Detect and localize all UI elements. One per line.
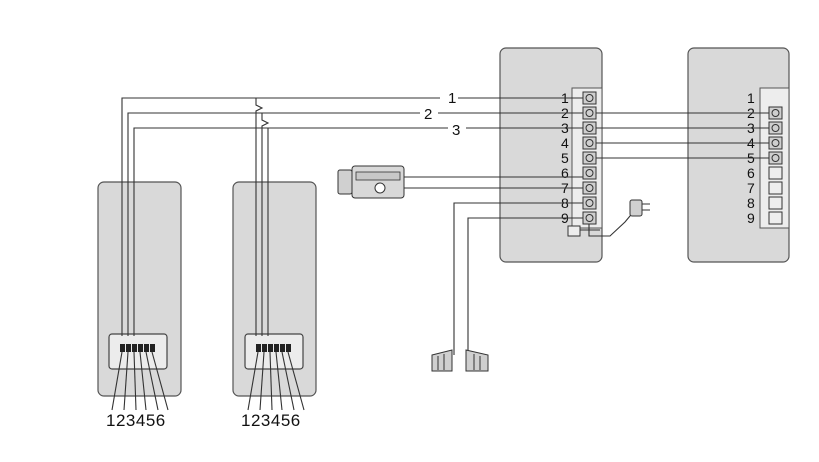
main-monitor-screws <box>582 91 597 225</box>
svg-text:1: 1 <box>448 90 456 107</box>
svg-text:4: 4 <box>561 135 569 151</box>
svg-text:6: 6 <box>747 165 755 181</box>
power-adapter-icon <box>629 199 650 217</box>
left-panel-pin-labels: 123456 <box>106 411 166 430</box>
electric-lock-icon <box>337 165 405 199</box>
svg-text:2: 2 <box>424 106 432 123</box>
svg-text:8: 8 <box>747 195 755 211</box>
right-panel-fanout <box>247 351 305 411</box>
svg-text:3: 3 <box>452 122 460 139</box>
monitor-to-extension-wires <box>596 112 769 159</box>
svg-text:6: 6 <box>561 165 569 181</box>
svg-text:1: 1 <box>747 90 755 106</box>
gate-icon <box>431 349 489 372</box>
gate-wires <box>453 202 583 355</box>
extension-monitor-screws <box>768 106 783 225</box>
bus-wire-labels: 1 2 3 <box>420 89 466 139</box>
power-connector <box>567 225 581 237</box>
svg-text:5: 5 <box>561 150 569 166</box>
right-panel-pin-labels: 123456 <box>241 411 301 430</box>
main-monitor-terminal-labels: 1 2 3 4 5 6 7 8 9 <box>561 90 569 226</box>
svg-text:7: 7 <box>747 180 755 196</box>
door-panel-right-terminals <box>256 344 291 352</box>
door-panel-left-terminals <box>120 344 155 352</box>
lock-wires <box>404 176 583 189</box>
left-panel-fanout <box>111 351 169 411</box>
svg-text:9: 9 <box>747 210 755 226</box>
